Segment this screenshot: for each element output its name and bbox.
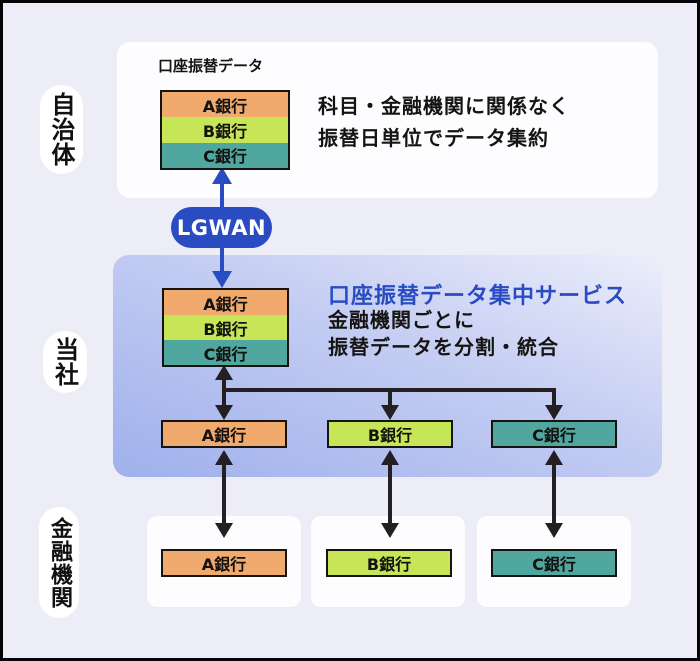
service-title: 口座振替データ集中サービス — [328, 284, 628, 309]
municipality-note-line2: 振替日単位でデータ集約 — [318, 126, 549, 150]
service-note-line1: 金融機関ごとに — [328, 308, 475, 332]
lgwan-badge: LGWAN — [171, 207, 272, 248]
service-bank-c-box: C銀行 — [491, 420, 617, 448]
account-transfer-data-label: 口座振替データ — [158, 57, 264, 75]
stack-row-bank-a: A銀行 — [162, 92, 288, 118]
stack-row-bank-c: C銀行 — [162, 142, 288, 168]
arrow-line — [388, 390, 392, 406]
stack-row-bank-b: B銀行 — [162, 117, 288, 143]
municipality-note-line1: 科目・金融機関に関係なく — [318, 94, 570, 118]
service-note-line2: 振替データを分割・統合 — [328, 335, 559, 359]
lgwan-arrowhead-up-icon — [212, 167, 232, 184]
arrow-line — [222, 376, 226, 408]
arrowhead-up-icon — [381, 450, 399, 465]
arrow-line — [222, 462, 226, 526]
municipality-note: 科目・金融機関に関係なく 振替日単位でデータ集約 — [318, 90, 570, 154]
institution-bank-a-box: A銀行 — [161, 549, 287, 577]
service-bank-data-stack: A銀行 B銀行 C銀行 — [162, 288, 289, 367]
arrowhead-down-icon — [215, 405, 233, 420]
service-bank-b-box: B銀行 — [327, 420, 453, 448]
stack-row-bank-c: C銀行 — [164, 340, 287, 365]
arrow-line — [388, 462, 392, 526]
arrowhead-down-icon — [545, 405, 563, 420]
row-label-municipality: 自治体 — [40, 85, 83, 174]
institution-bank-c-box: C銀行 — [491, 549, 617, 577]
arrowhead-up-icon — [215, 450, 233, 465]
stack-row-bank-a: A銀行 — [164, 290, 287, 315]
arrowhead-up-icon — [215, 365, 233, 380]
arrowhead-down-icon — [381, 523, 399, 538]
service-bank-a-box: A銀行 — [161, 420, 287, 448]
arrowhead-down-icon — [381, 405, 399, 420]
arrow-line — [552, 462, 556, 526]
municipality-bank-data-stack: A銀行 B銀行 C銀行 — [160, 90, 290, 170]
arrowhead-up-icon — [545, 450, 563, 465]
stack-row-bank-b: B銀行 — [164, 315, 287, 340]
lgwan-arrowhead-down-icon — [212, 271, 232, 288]
row-label-our-company: 当社 — [43, 331, 87, 393]
service-note: 金融機関ごとに 振替データを分割・統合 — [328, 307, 559, 361]
row-label-financial-institutions: 金融機関 — [39, 507, 79, 618]
institution-bank-b-box: B銀行 — [326, 549, 452, 577]
arrowhead-down-icon — [545, 523, 563, 538]
arrow-line — [552, 390, 556, 406]
arrowhead-down-icon — [215, 523, 233, 538]
